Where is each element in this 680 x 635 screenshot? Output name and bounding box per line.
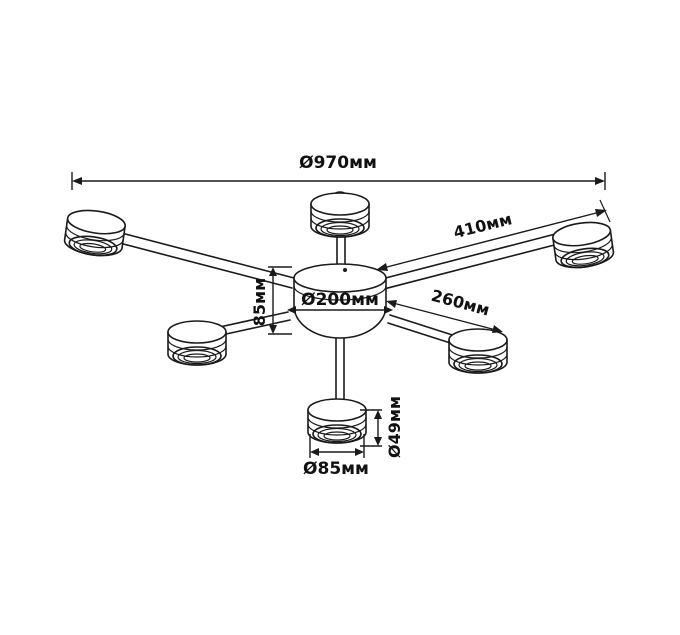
overall-diameter-label: Ø970мм <box>299 153 377 173</box>
ceiling-base <box>293 263 387 339</box>
dimension-shade-diameter: Ø85мм <box>303 434 369 479</box>
shade-top-center <box>310 191 370 238</box>
shade-height-label: Ø49мм <box>385 396 404 458</box>
shade-top-left <box>62 206 128 260</box>
shade-diameter-label: Ø85мм <box>303 459 369 479</box>
shade-mid-left <box>167 320 227 366</box>
dimension-shade-height: Ø49мм <box>360 396 404 458</box>
dimension-arm-short: 260мм <box>386 286 503 333</box>
dimension-overall-diameter: Ø970мм <box>71 153 606 190</box>
shade-mid-right <box>448 328 508 374</box>
base-diameter-label: Ø200мм <box>301 290 379 310</box>
shade-bottom <box>307 398 367 444</box>
shade-top-right <box>550 218 616 272</box>
base-height-label: 85мм <box>250 278 269 326</box>
dimension-base-height: 85мм <box>250 266 292 335</box>
dimension-base-diameter: Ø200мм <box>287 290 393 314</box>
